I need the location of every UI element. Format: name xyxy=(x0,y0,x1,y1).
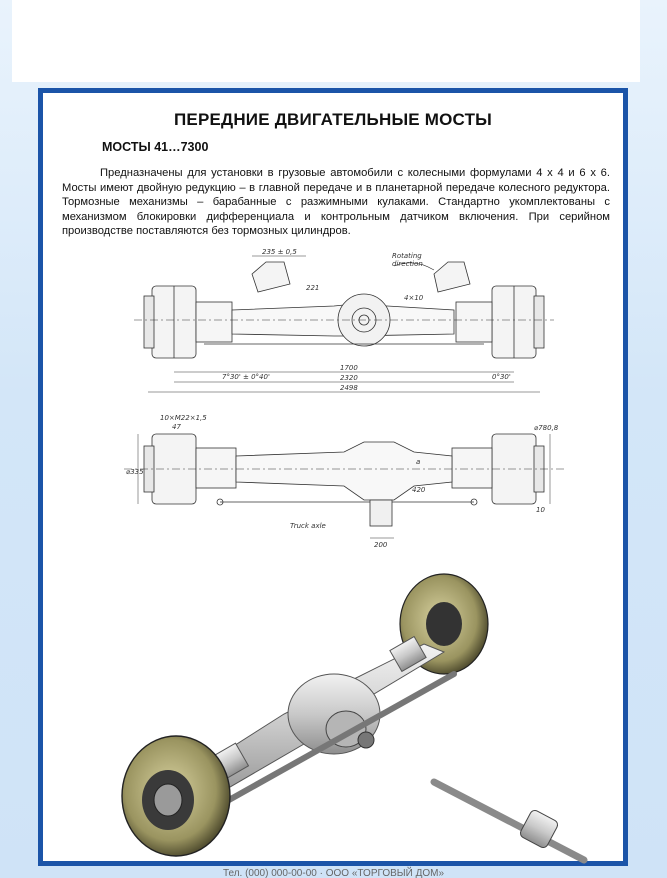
dim-10: 10 xyxy=(536,506,545,514)
rotating-label-line1: Rotating xyxy=(392,252,422,260)
description-paragraph: Предназначены для установки в грузовые а… xyxy=(62,167,610,237)
dim-420: 420 xyxy=(412,486,426,494)
dim-angle-right: 0°30' xyxy=(492,373,511,381)
document-page: ПЕРЕДНИЕ ДВИГАТЕЛЬНЫЕ МОСТЫ МОСТЫ 41…730… xyxy=(43,93,623,864)
dim-a: a xyxy=(416,458,420,466)
dim-2320: 2320 xyxy=(340,374,358,382)
document-frame: ПЕРЕДНИЕ ДВИГАТЕЛЬНЫЕ МОСТЫ МОСТЫ 41…730… xyxy=(38,88,628,866)
dim-thread: 10×M22×1,5 xyxy=(160,414,207,422)
dim-780: ⌀780,8 xyxy=(534,424,559,432)
rotating-label-line2: direction xyxy=(392,260,423,268)
truck-axle-label: Truck axle xyxy=(290,522,326,530)
top-blank-area xyxy=(12,0,640,82)
axle-3d-render xyxy=(121,573,588,864)
dim-235: 235 ± 0,5 xyxy=(262,248,297,256)
dim-4x10: 4×10 xyxy=(404,294,424,302)
dim-47: 47 xyxy=(172,423,181,431)
axle-front-view-drawing: 235 ± 0,5 221 Rotating direction 4×10 17… xyxy=(134,248,554,393)
page-subtitle: МОСТЫ 41…7300 xyxy=(102,140,209,154)
dim-335: ⌀335 xyxy=(126,468,144,476)
axle-plan-view-drawing: 10×M22×1,5 47 ⌀335 a 420 ⌀780,8 10 Truck… xyxy=(124,414,564,549)
dim-2498: 2498 xyxy=(340,384,358,392)
dim-1700: 1700 xyxy=(340,364,358,372)
dim-221: 221 xyxy=(306,284,319,292)
footer-text: Тел. (000) 000-00-00 · ООО «ТОРГОВЫЙ ДОМ… xyxy=(222,868,445,878)
dim-angle-left: 7°30' ± 0°40' xyxy=(222,373,270,381)
page-title: ПЕРЕДНИЕ ДВИГАТЕЛЬНЫЕ МОСТЫ xyxy=(173,110,493,129)
dim-200: 200 xyxy=(374,541,388,549)
